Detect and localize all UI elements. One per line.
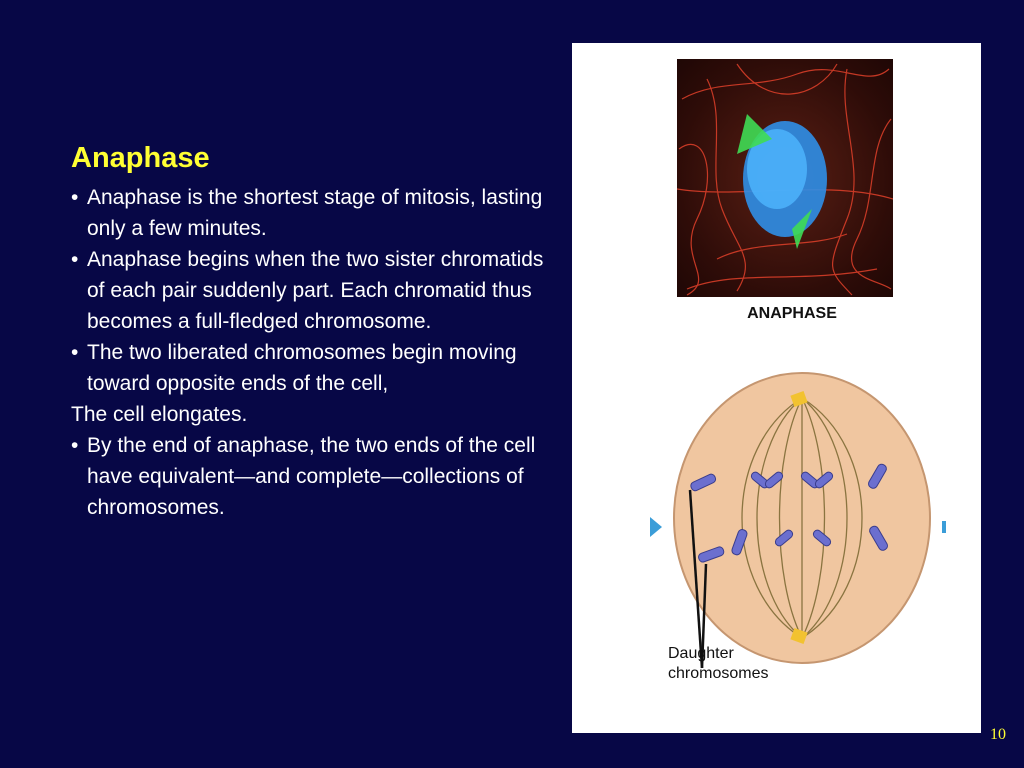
bullet-text: By the end of anaphase, the two ends of … bbox=[87, 434, 536, 519]
figure-panel: ANAPHASE bbox=[572, 43, 981, 733]
page-number: 10 bbox=[990, 726, 1006, 743]
micrograph-image bbox=[677, 63, 893, 296]
anaphase-micrograph bbox=[677, 59, 893, 297]
bullet-text: Anaphase is the shortest stage of mitosi… bbox=[87, 186, 543, 240]
bullet-text: The two liberated chromosomes begin movi… bbox=[87, 341, 517, 395]
bullet-item: • The two liberated chromosomes begin mov… bbox=[71, 337, 551, 399]
label-line: Daughter bbox=[668, 645, 734, 662]
label-line: chromosomes bbox=[668, 665, 769, 682]
cell-diagram bbox=[632, 368, 972, 688]
bullet-item: • Anaphase is the shortest stage of mitos… bbox=[71, 182, 551, 244]
bullet-text: The cell elongates. bbox=[71, 403, 248, 426]
slide-title: Anaphase bbox=[71, 142, 210, 174]
cell-diagram-image bbox=[673, 372, 931, 669]
daughter-chromosomes-label: Daughter chromosomes bbox=[668, 644, 768, 684]
bullet-item: • Anaphase begins when the two sister chr… bbox=[71, 244, 551, 337]
bullet-continuation: The cell elongates. bbox=[71, 399, 551, 430]
pointer-arrow-icon bbox=[650, 517, 662, 537]
pointer-tick-icon bbox=[942, 521, 946, 533]
bullet-item: • By the end of anaphase, the two ends of… bbox=[71, 430, 551, 523]
bullet-marker: • bbox=[71, 434, 79, 457]
text-block: Anaphase • Anaphase is the shortest stage… bbox=[71, 140, 551, 523]
bullet-marker: • bbox=[71, 186, 79, 209]
bullet-marker: • bbox=[71, 341, 79, 364]
bullet-marker: • bbox=[71, 248, 79, 271]
micrograph-label: ANAPHASE bbox=[747, 305, 837, 322]
bullet-list: • Anaphase is the shortest stage of mitos… bbox=[71, 182, 551, 523]
bullet-text: Anaphase begins when the two sister chro… bbox=[87, 248, 544, 333]
